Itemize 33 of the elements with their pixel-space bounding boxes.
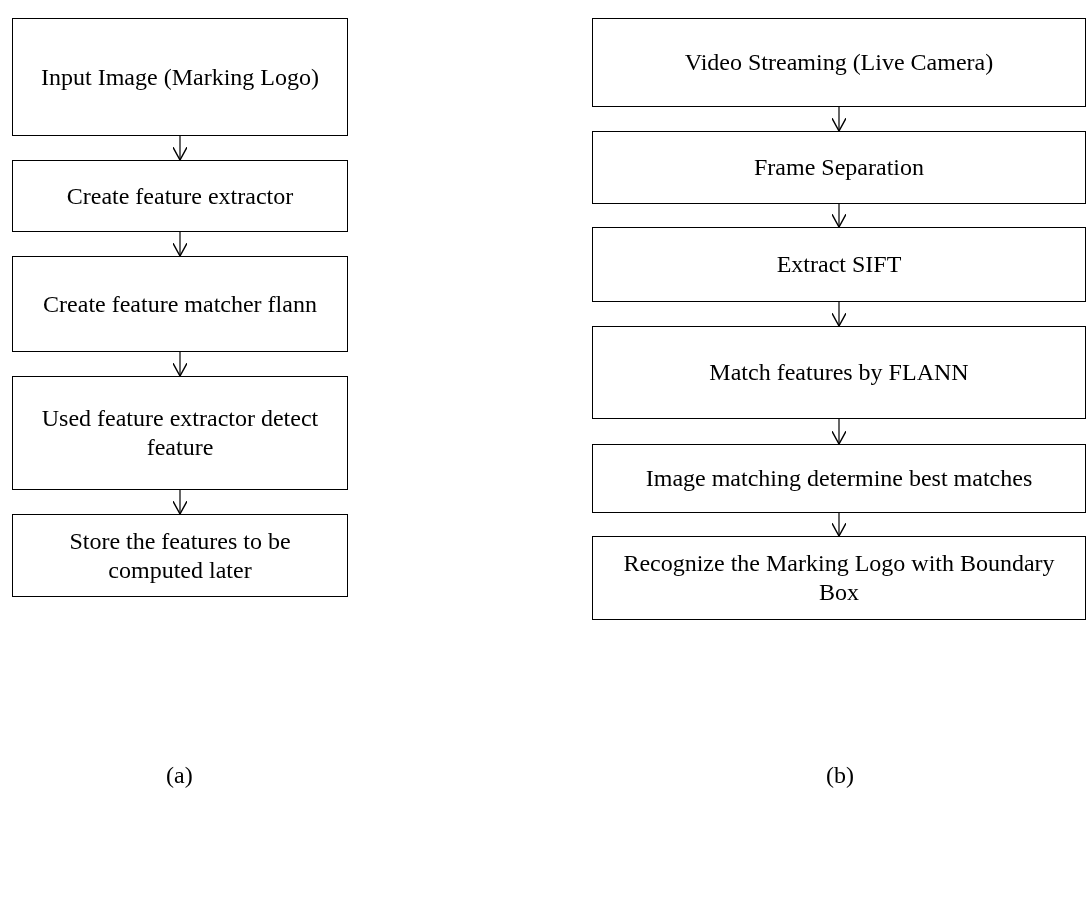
box-text: Recognize the Marking Logo with Boundary Box (622, 549, 1056, 607)
box-text: Image matching determine best matches (645, 464, 1033, 493)
process-box (12, 256, 348, 352)
process-box (592, 326, 1086, 419)
box-text: Video Streaming (Live Camera) (684, 48, 994, 77)
process-box (592, 131, 1086, 204)
process-box (592, 444, 1086, 513)
box-text: Frame Separation (754, 153, 924, 182)
box-text: Input Image (Marking Logo) (41, 62, 319, 92)
process-box (12, 160, 348, 232)
box-text: Extract SIFT (776, 250, 902, 279)
arrow (831, 418, 847, 445)
box-text: Create feature extractor (66, 181, 294, 211)
process-box (592, 536, 1086, 620)
box-text: Used feature extractor detect feature (40, 404, 320, 462)
panel-caption: (a) (166, 762, 193, 789)
box-text: Create feature matcher flann (43, 289, 317, 319)
arrow (831, 203, 847, 228)
arrow (831, 106, 847, 132)
arrow (831, 301, 847, 327)
process-box (592, 227, 1086, 302)
box-text: Match features by FLANN (709, 358, 969, 387)
arrow (172, 231, 188, 257)
process-box (12, 376, 348, 490)
arrow (172, 135, 188, 161)
arrow (831, 512, 847, 537)
process-box (12, 514, 348, 597)
process-box (12, 18, 348, 136)
arrow (172, 351, 188, 377)
process-box (592, 18, 1086, 107)
box-text: Store the features to be computed later (68, 526, 292, 585)
panel-caption: (b) (826, 762, 854, 789)
arrow (172, 489, 188, 515)
